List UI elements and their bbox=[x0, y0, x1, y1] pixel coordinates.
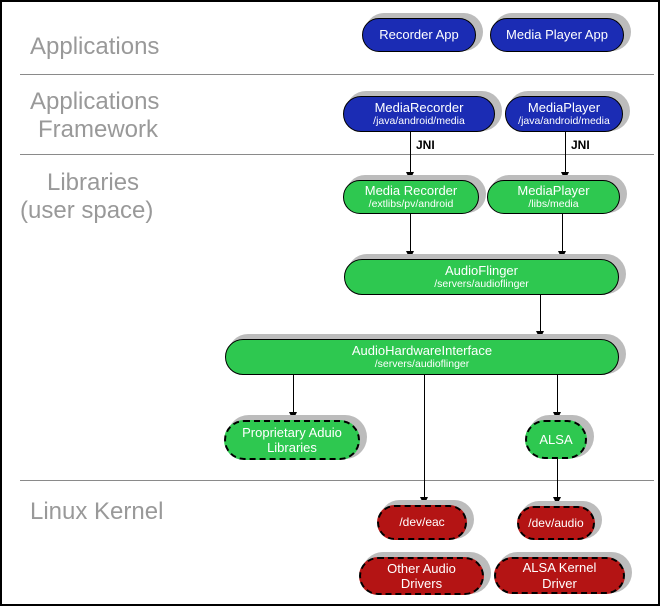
arrow-ahi-to-dev-eac bbox=[419, 375, 429, 505]
section-label-linux-kernel: Linux Kernel bbox=[30, 498, 164, 525]
section-label-libraries-line2: (user space) bbox=[20, 197, 154, 224]
node-label: Media Recorder bbox=[364, 183, 458, 199]
node-label: Proprietary Aduio Libraries bbox=[242, 424, 342, 455]
node-label: MediaRecorder bbox=[374, 100, 464, 116]
node-recorder-app: Recorder App bbox=[362, 18, 476, 52]
arrow-ahi-to-alsa bbox=[552, 375, 562, 420]
node-mediarecorder-framework: MediaRecorder /java/android/media bbox=[343, 96, 495, 132]
arrow-ahi-to-proprietary bbox=[288, 375, 298, 420]
section-divider-kernel bbox=[20, 480, 654, 481]
node-alsa: ALSA bbox=[525, 420, 587, 459]
node-sublabel: /servers/audioflinger bbox=[374, 358, 470, 371]
node-label: AudioHardwareInterface bbox=[351, 343, 493, 359]
section-label-libraries-line1: Libraries bbox=[47, 169, 140, 196]
node-alsa-kernel-driver: ALSA Kernel Driver bbox=[494, 557, 625, 594]
node-label: Other Audio Drivers bbox=[387, 560, 456, 591]
node-sublabel: /libs/media bbox=[528, 198, 579, 211]
node-audioflinger: AudioFlinger /servers/audioflinger bbox=[344, 259, 619, 295]
node-dev-eac: /dev/eac bbox=[377, 505, 467, 540]
section-label-libraries: Libraries (user space) bbox=[20, 169, 153, 225]
arrow-mediarecorder-jni bbox=[405, 132, 415, 180]
node-sublabel: /java/android/media bbox=[518, 115, 610, 128]
node-label: MediaPlayer bbox=[517, 183, 590, 199]
section-label-framework-line1: Applications bbox=[30, 88, 160, 115]
arrow-mediarecorder-to-audioflinger bbox=[405, 214, 415, 259]
node-label: MediaPlayer bbox=[527, 100, 601, 116]
node-other-audio-drivers: Other Audio Drivers bbox=[359, 557, 484, 595]
node-mediaplayer-framework: MediaPlayer /java/android/media bbox=[505, 96, 623, 132]
node-media-player-app: Media Player App bbox=[490, 18, 624, 52]
node-dev-audio: /dev/audio bbox=[517, 506, 595, 540]
edge-label-jni-right: JNI bbox=[571, 138, 590, 152]
node-mediaplayer-lib: MediaPlayer /libs/media bbox=[487, 180, 620, 214]
node-proprietary-audio-libraries: Proprietary Aduio Libraries bbox=[224, 420, 360, 460]
node-label: /dev/eac bbox=[399, 515, 445, 530]
arrow-audioflinger-to-ahi bbox=[535, 295, 545, 339]
node-sublabel: /extlibs/pv/android bbox=[368, 198, 454, 211]
section-label-framework-line2: Framework bbox=[38, 116, 159, 143]
section-divider-applications bbox=[20, 74, 654, 75]
node-sublabel: /java/android/media bbox=[373, 115, 465, 128]
arrow-alsa-to-dev-audio bbox=[552, 459, 562, 505]
node-label: Recorder App bbox=[379, 27, 459, 43]
node-label: Media Player App bbox=[506, 27, 608, 43]
arrow-mediaplayer-jni bbox=[560, 132, 570, 180]
node-audiohardwareinterface: AudioHardwareInterface /servers/audiofli… bbox=[225, 339, 619, 375]
node-label: AudioFlinger bbox=[445, 263, 518, 279]
section-divider-framework bbox=[20, 154, 654, 155]
node-label: /dev/audio bbox=[528, 515, 584, 530]
section-label-applications-framework: Applications Framework bbox=[30, 88, 159, 144]
edge-label-jni-left: JNI bbox=[416, 138, 435, 152]
arrow-mediaplayer-to-audioflinger bbox=[557, 214, 567, 259]
section-label-applications: Applications bbox=[30, 33, 160, 60]
node-media-recorder-lib: Media Recorder /extlibs/pv/android bbox=[343, 180, 479, 214]
node-sublabel: /servers/audioflinger bbox=[434, 278, 529, 291]
node-label: ALSA bbox=[539, 431, 573, 447]
node-label: ALSA Kernel Driver bbox=[522, 560, 597, 591]
